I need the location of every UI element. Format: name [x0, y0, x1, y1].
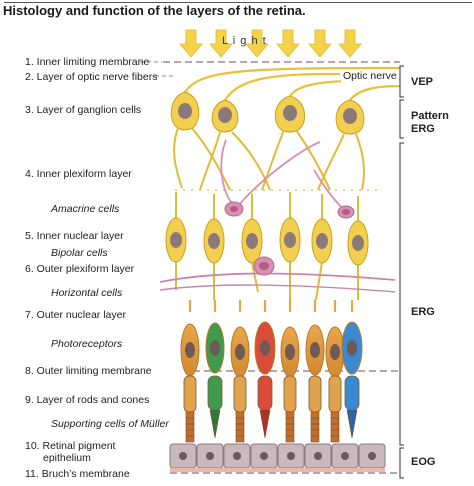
inner-plexiform-connections	[173, 127, 380, 191]
pattern-erg-label-line2: ERG	[411, 123, 435, 135]
title-rule	[4, 2, 472, 3]
layer-label: 2. Layer of optic nerve fibers	[25, 71, 158, 83]
layer-label: 8. Outer limiting membrane	[25, 365, 152, 377]
layer-label: 7. Outer nuclear layer	[25, 309, 126, 321]
ganglion-cell	[274, 95, 306, 133]
bruchs-membrane	[170, 468, 385, 472]
eog-label: EOG	[411, 456, 436, 468]
light-arrow	[179, 29, 203, 58]
light-arrow	[209, 29, 233, 58]
photoreceptors	[180, 300, 363, 443]
cell-label: Supporting cells of Müller	[51, 418, 169, 430]
light-arrow	[338, 29, 362, 58]
bipolar-cells	[165, 192, 369, 301]
pattern-erg-label-line1: Pattern	[411, 110, 449, 122]
layer-lines	[163, 61, 400, 474]
light-arrow	[276, 29, 300, 58]
layer-label: 9. Layer of rods and cones	[25, 394, 150, 406]
light-label: L i g h t	[222, 35, 267, 47]
light-arrow	[245, 29, 269, 58]
horizontal-cells	[159, 256, 396, 293]
retinal-pigment-epithelium	[169, 443, 386, 469]
label-leaders	[140, 61, 176, 77]
layer-label: 1. Inner limiting membrane	[25, 56, 150, 68]
photoreceptor-segments	[183, 375, 360, 413]
layer-label: 11. Bruch’s membrane	[25, 468, 130, 480]
layer-label: 5. Inner nuclear layer	[25, 230, 124, 242]
vep-label: VEP	[411, 76, 434, 88]
cell-label: Bipolar cells	[51, 247, 108, 259]
cell-label: Photoreceptors	[51, 338, 123, 350]
ganglion-cell	[170, 91, 200, 131]
cell-label: Amacrine cells	[51, 203, 120, 215]
signal-brackets	[399, 65, 404, 479]
light-arrow	[308, 29, 332, 58]
layer-label: 3. Layer of ganglion cells	[25, 104, 142, 116]
layer-label: 6. Outer plexiform layer	[25, 263, 135, 275]
ganglion-cell	[335, 99, 365, 135]
layer-label: epithelium	[43, 452, 91, 464]
outer-segments	[185, 409, 358, 443]
optic-nerve-label: Optic nerve	[341, 70, 399, 82]
layer-label: 4. Inner plexiform layer	[25, 168, 132, 180]
ganglion-cells	[170, 91, 365, 135]
erg-label: ERG	[411, 306, 435, 318]
amacrine-cells	[220, 139, 355, 219]
light-arrows	[179, 29, 362, 58]
ganglion-cell	[211, 99, 239, 133]
cell-label: Horizontal cells	[51, 287, 123, 299]
figure-title: Histology and function of the layers of …	[3, 3, 306, 18]
layer-label: 10. Retinal pigment	[25, 440, 116, 452]
